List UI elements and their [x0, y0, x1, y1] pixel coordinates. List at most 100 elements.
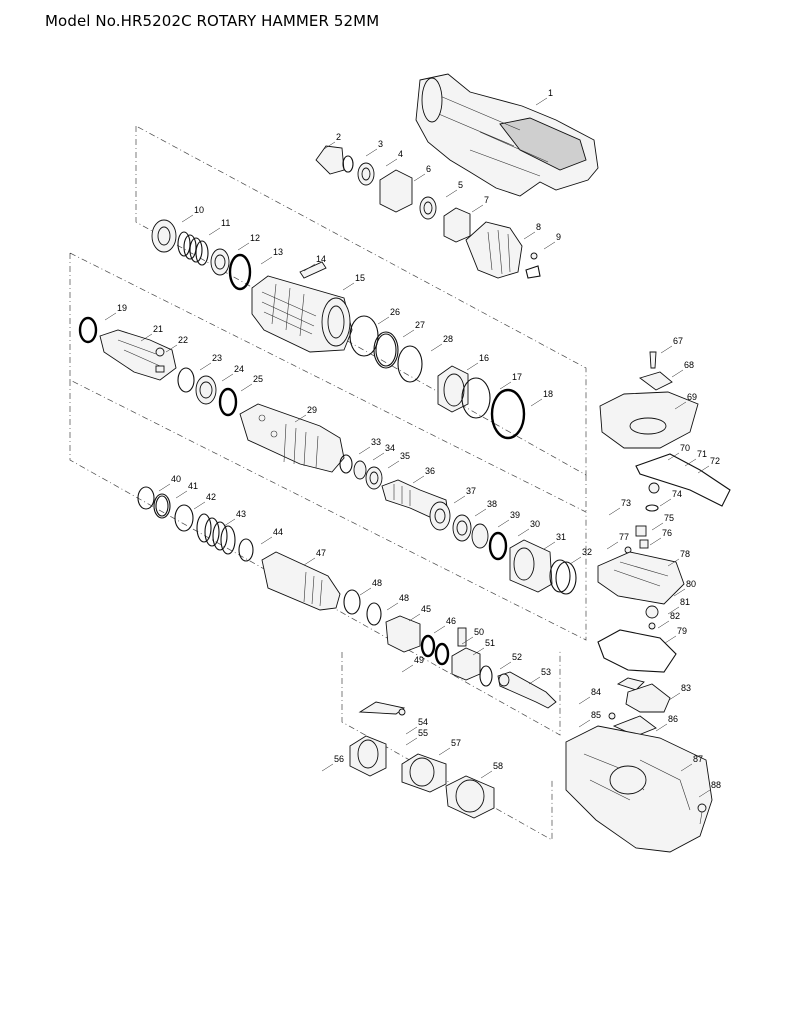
leader-line: [657, 620, 670, 629]
part-28-ring: [397, 345, 423, 383]
leader-line: [474, 508, 487, 517]
leader-line: [698, 789, 711, 798]
part-3-ring: [342, 155, 354, 173]
part-number-label: 84: [591, 687, 601, 697]
leader-line: [386, 602, 399, 611]
part-number-label: 68: [684, 360, 694, 370]
part-number-label: 25: [253, 374, 263, 384]
leader-line: [377, 316, 390, 325]
part-number-label: 35: [400, 451, 410, 461]
part-number-label: 36: [425, 466, 435, 476]
row-45-53-parts: [343, 589, 557, 709]
part-17-ring: [461, 377, 491, 419]
leader-line: [408, 613, 421, 622]
part-number-label: 15: [355, 273, 365, 283]
part-number-label: 39: [510, 510, 520, 520]
part-7-sleeve: [443, 207, 471, 243]
part-number-label: 5: [458, 180, 463, 190]
leader-line: [667, 558, 680, 567]
leader-line: [497, 519, 510, 528]
part-68-cover: [639, 371, 673, 391]
part-1-housing: [415, 73, 599, 197]
leader-line: [260, 256, 273, 265]
part-number-label: 18: [543, 389, 553, 399]
leader-line: [480, 770, 493, 779]
part-number-labels: 1234657891011121314151921222627282324251…: [104, 88, 721, 798]
leader-line: [412, 475, 425, 484]
leader-line: [472, 647, 485, 656]
part-23-ring: [177, 367, 195, 393]
part-number-label: 30: [530, 519, 540, 529]
part-number-label: 52: [512, 652, 522, 662]
part-number-label: 57: [451, 738, 461, 748]
leader-line: [499, 661, 512, 670]
leader-line: [433, 625, 446, 634]
part-18-oring: [490, 388, 526, 440]
part-78-cylinder-head: [597, 551, 685, 605]
part-32-spring: [549, 559, 571, 593]
part-number-label: 26: [390, 307, 400, 317]
part-number-label: 3: [378, 139, 383, 149]
leader-line: [208, 227, 221, 236]
part-number-label: 49: [414, 655, 424, 665]
part-number-label: 71: [697, 449, 707, 459]
part-39-washer: [471, 523, 489, 549]
part-number-label: 14: [316, 254, 326, 264]
right-upper-housing-parts: [597, 351, 731, 673]
part-number-label: 6: [426, 164, 431, 174]
leader-line: [237, 242, 250, 251]
leader-line: [667, 606, 680, 615]
leader-line: [651, 522, 664, 531]
part-67-screw: [649, 351, 657, 369]
part-number-label: 86: [668, 714, 678, 724]
part-number-label: 32: [582, 547, 592, 557]
part-number-label: 87: [693, 754, 703, 764]
leader-line: [104, 312, 117, 321]
leader-line: [499, 381, 512, 390]
part-number-label: 80: [686, 579, 696, 589]
leader-line: [530, 398, 543, 407]
part-46-oring: [420, 634, 436, 658]
part-number-label: 72: [710, 456, 720, 466]
part-number-label: 48: [399, 593, 409, 603]
part-number-label: 8: [536, 222, 541, 232]
part-number-label: 22: [178, 335, 188, 345]
part-88-screw: [697, 803, 707, 813]
leader-line: [664, 635, 677, 644]
leader-line: [303, 263, 316, 272]
leader-line: [405, 726, 418, 735]
part-9-screw: [530, 252, 538, 260]
part-number-label: 88: [711, 780, 721, 790]
leader-line: [221, 373, 234, 382]
leader-line: [359, 587, 372, 596]
part-48a-ring: [343, 589, 361, 615]
part-number-label: 51: [485, 638, 495, 648]
part-74-ring: [645, 504, 659, 512]
row-40-47-parts: [137, 486, 341, 611]
leader-line: [342, 282, 355, 291]
part-number-label: 83: [681, 683, 691, 693]
part-43-spring: [196, 513, 236, 555]
leader-line: [684, 458, 697, 467]
part-number-label: 17: [512, 372, 522, 382]
leader-line: [543, 541, 556, 550]
leader-line: [578, 696, 591, 705]
part-number-label: 16: [479, 353, 489, 363]
leader-line: [680, 763, 693, 772]
leader-line: [649, 537, 662, 546]
part-14-pin: [299, 261, 327, 279]
leader-line: [438, 747, 451, 756]
part-number-label: 54: [418, 717, 428, 727]
part-number-label: 23: [212, 353, 222, 363]
leader-line: [673, 588, 686, 597]
part-number-label: 74: [672, 489, 682, 499]
leader-line: [655, 723, 668, 732]
part-number-label: 41: [188, 481, 198, 491]
ring-group-16-28: [349, 315, 526, 440]
part-number-label: 42: [206, 492, 216, 502]
leader-line: [365, 148, 378, 157]
leader-line: [165, 344, 178, 353]
part-19-oring: [78, 316, 98, 344]
leader-line: [240, 383, 253, 392]
